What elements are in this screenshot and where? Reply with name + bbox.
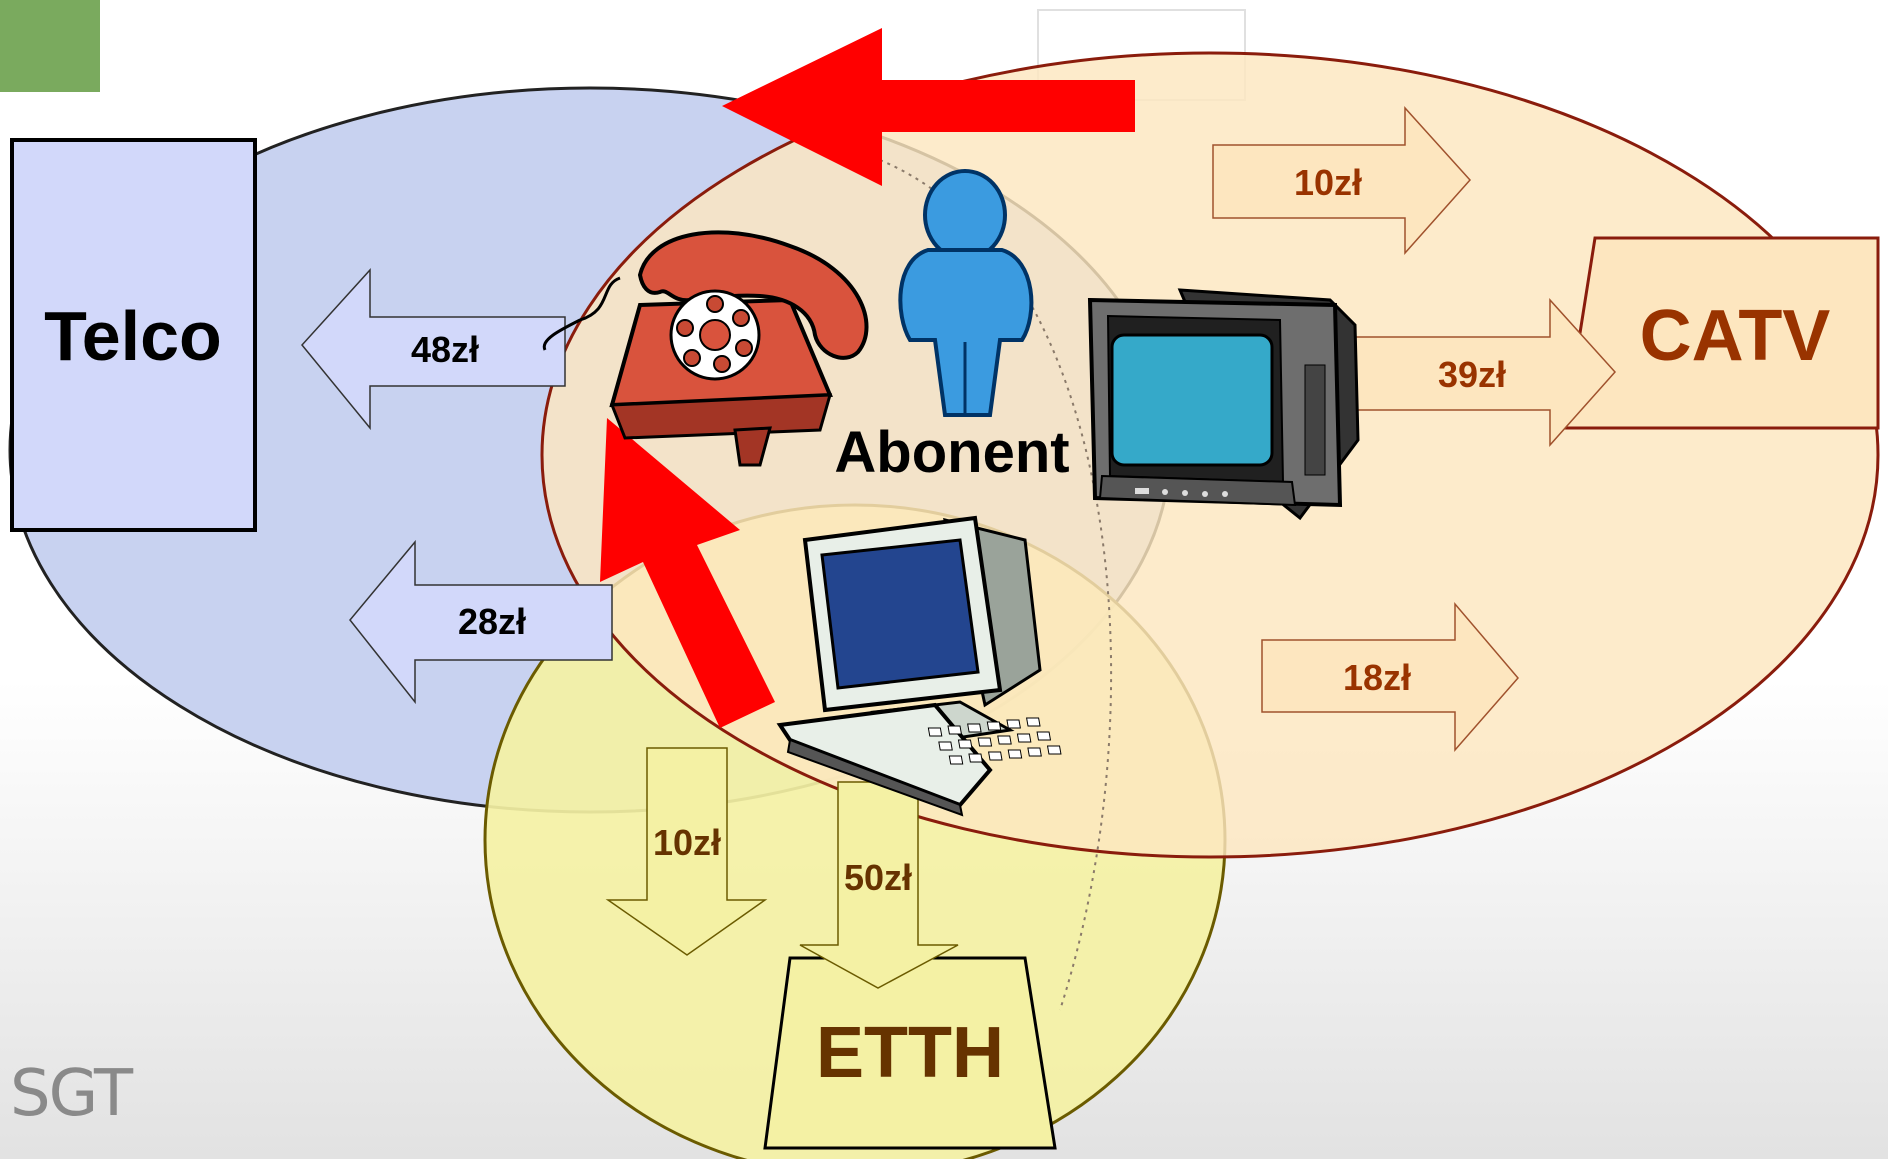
payment-arrow-telco-internet: 28zł [349, 539, 613, 705]
payment-arrow-etth-main: 50zł [799, 781, 959, 989]
etth-box [763, 956, 1057, 1150]
payment-label-telco-internet: 28zł [458, 601, 526, 642]
telephone-icon [542, 230, 869, 467]
telco-label: Telco [44, 297, 222, 375]
person-icon [898, 169, 1034, 417]
catv-label: CATV [1640, 296, 1831, 376]
etth-label: ETTH [816, 1013, 1004, 1093]
payment-arrow-etth-left: 10zł [605, 747, 768, 956]
payment-arrow-catv-top: 10zł [1212, 106, 1472, 255]
payment-arrow-telco-phone: 48zł [301, 268, 566, 431]
payment-label-catv-top: 10zł [1294, 162, 1362, 203]
payment-label-telco-phone: 48zł [411, 329, 479, 370]
migration-arrow-diagonal [600, 418, 775, 728]
computer-icon [776, 515, 1062, 817]
abonent-label: Abonent [834, 420, 1069, 485]
payment-label-etth-main: 50zł [844, 857, 912, 898]
payment-label-etth-left: 10zł [653, 822, 721, 863]
sgt-logo: SGT [10, 1057, 134, 1131]
tv-icon [1087, 288, 1360, 521]
logo-green-square [0, 0, 100, 92]
payment-arrow-catv-tv: 39zł [1354, 298, 1617, 447]
migration-arrow-top [722, 28, 1135, 186]
payment-label-catv-tv: 39zł [1438, 354, 1506, 395]
payment-arrow-catv-internet: 18zł [1261, 601, 1519, 752]
telco-box [10, 138, 257, 532]
payment-label-catv-internet: 18zł [1343, 657, 1411, 698]
